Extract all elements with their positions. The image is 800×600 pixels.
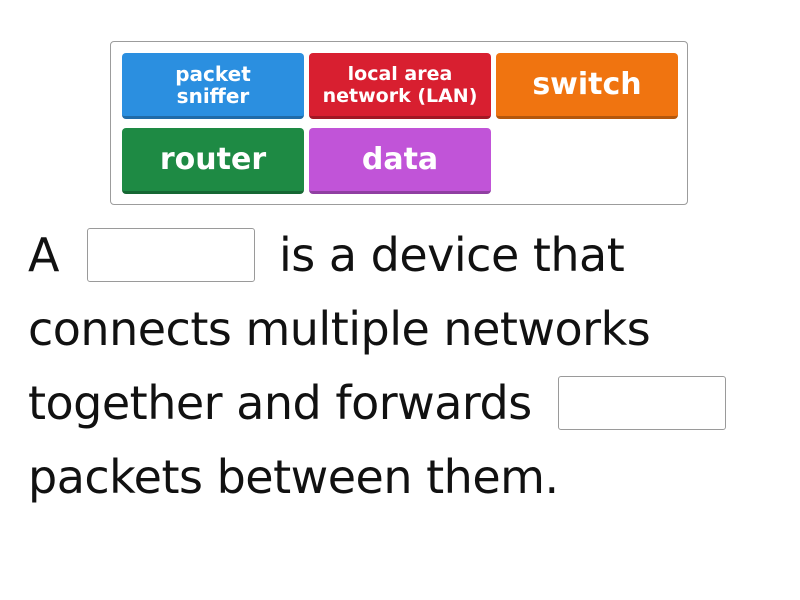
answer-blank-1[interactable] — [86, 228, 255, 282]
tile-label-line: packet — [175, 61, 251, 86]
sentence-line: A is a device that — [28, 218, 788, 292]
tile-label-line: network (LAN) — [322, 84, 478, 107]
tile-local-area-network[interactable]: local area network (LAN) — [309, 53, 491, 119]
sentence-text: is a device that — [278, 228, 625, 282]
tile-label: router — [159, 141, 267, 177]
tile-label: switch — [532, 66, 642, 102]
tile-router[interactable]: router — [122, 128, 304, 194]
tile-label: data — [361, 141, 439, 177]
word-bank: packet sniffer local area network (LAN) … — [110, 41, 688, 205]
tile-label-line: sniffer — [176, 83, 250, 108]
sentence-text: A — [28, 228, 59, 282]
sentence-line: together and forwards — [28, 366, 788, 440]
sentence-line: packets between them. — [28, 440, 788, 514]
tile-data[interactable]: data — [309, 128, 491, 194]
sentence-text: packets between them. — [28, 450, 559, 504]
sentence-text: together and forwards — [28, 376, 532, 430]
sentence-line: connects multiple networks — [28, 292, 788, 366]
tile-label-line: local area — [347, 62, 453, 85]
tile-switch[interactable]: switch — [496, 53, 678, 119]
tile-packet-sniffer[interactable]: packet sniffer — [122, 53, 304, 119]
fill-in-sentence: A is a device that connects multiple net… — [28, 218, 788, 514]
answer-blank-2[interactable] — [557, 376, 726, 430]
sentence-text: connects multiple networks — [28, 302, 651, 356]
